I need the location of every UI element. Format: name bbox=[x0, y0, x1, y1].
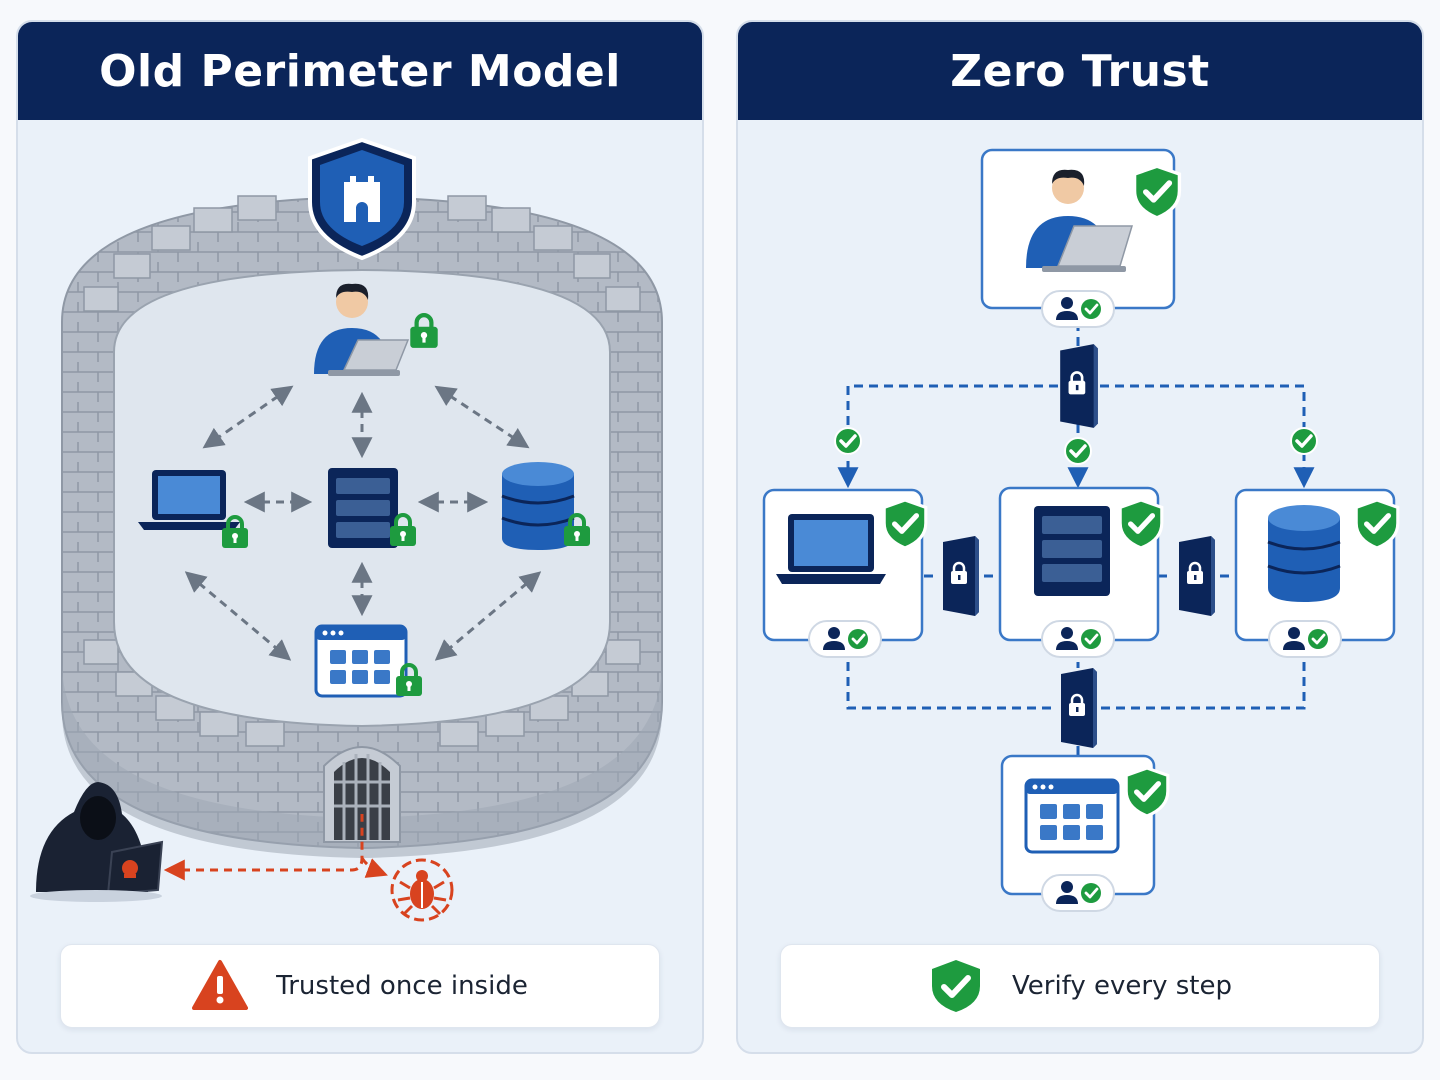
warning-icon bbox=[192, 960, 249, 1010]
zero-trust-diagram bbox=[762, 148, 1424, 912]
perimeter-summary-card: Trusted once inside bbox=[60, 944, 660, 1028]
perimeter-panel: Old Perimeter Model bbox=[16, 20, 704, 1054]
database-icon bbox=[501, 462, 592, 550]
app-window-icon bbox=[314, 624, 424, 698]
user-check-icon bbox=[1041, 874, 1115, 912]
shield-check-icon bbox=[1356, 500, 1398, 548]
zt-server-node bbox=[998, 486, 1162, 658]
door-lock-icon bbox=[1059, 668, 1099, 748]
zt-user-node bbox=[980, 148, 1180, 328]
breach-path bbox=[163, 814, 388, 881]
castle-shield-icon bbox=[308, 137, 416, 261]
door-lock-icon bbox=[1177, 536, 1217, 616]
zero-trust-title: Zero Trust bbox=[738, 22, 1422, 120]
checkpoint-icon bbox=[1063, 436, 1093, 466]
shield-check-icon bbox=[1120, 500, 1162, 548]
laptop-icon bbox=[138, 470, 250, 550]
perimeter-summary-label: Trusted once inside bbox=[276, 971, 528, 1001]
laptop-icon bbox=[776, 514, 886, 584]
checkpoint-icon bbox=[1289, 426, 1319, 456]
user-check-icon bbox=[1041, 290, 1115, 328]
perimeter-diagram bbox=[30, 137, 663, 922]
zt-app-node bbox=[1000, 754, 1168, 912]
zero-trust-summary-label: Verify every step bbox=[1012, 971, 1232, 1001]
door-lock-icon bbox=[1058, 344, 1100, 428]
database-icon bbox=[1267, 505, 1341, 602]
user-laptop-icon bbox=[1026, 169, 1134, 272]
shield-check-icon bbox=[932, 960, 980, 1012]
user-laptop-icon bbox=[314, 283, 438, 376]
door-lock-icon bbox=[941, 536, 981, 616]
zt-database-node bbox=[1234, 488, 1398, 658]
user-check-icon bbox=[808, 620, 882, 658]
server-icon bbox=[328, 468, 418, 548]
zero-trust-summary-card: Verify every step bbox=[780, 944, 1380, 1028]
user-check-icon bbox=[1041, 620, 1115, 658]
hacker-icon bbox=[30, 782, 164, 902]
app-window-icon bbox=[1024, 778, 1120, 854]
zt-laptop-node bbox=[762, 488, 926, 658]
trust-connections bbox=[184, 385, 542, 661]
shield-check-icon bbox=[1126, 768, 1168, 816]
zero-trust-panel: Zero Trust bbox=[736, 20, 1424, 1054]
perimeter-title: Old Perimeter Model bbox=[18, 22, 702, 120]
user-check-icon bbox=[1268, 620, 1342, 658]
shield-check-icon bbox=[1135, 166, 1180, 218]
bug-icon bbox=[390, 858, 454, 922]
checkpoint-icon bbox=[833, 426, 863, 456]
shield-check-icon bbox=[884, 500, 926, 548]
portcullis-icon bbox=[323, 746, 401, 843]
server-icon bbox=[1034, 506, 1110, 596]
